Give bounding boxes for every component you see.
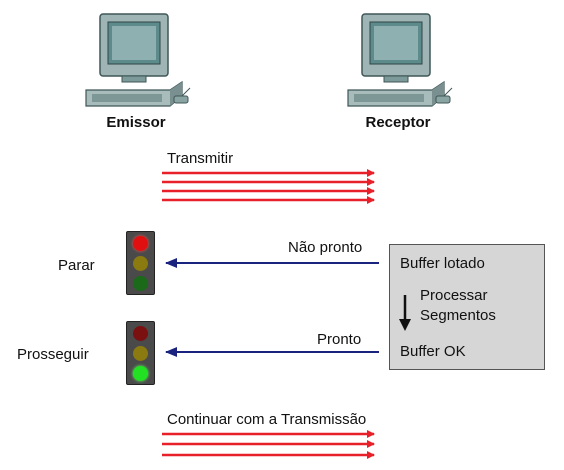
computer-icon bbox=[347, 13, 453, 107]
process-line-1: Processar bbox=[420, 287, 488, 304]
receiver-label: Receptor bbox=[365, 114, 431, 131]
process-line-2: Segmentos bbox=[420, 307, 496, 324]
traffic-light-go bbox=[126, 321, 155, 385]
continue-arrows bbox=[162, 430, 375, 459]
transmit-arrows bbox=[162, 169, 375, 204]
continue-label: Continuar com a Transmissão bbox=[167, 411, 367, 428]
transmit-label: Transmitir bbox=[167, 150, 234, 167]
green-lamp bbox=[133, 276, 148, 291]
proceed-label: Prosseguir bbox=[17, 346, 89, 363]
computer-icon bbox=[85, 13, 191, 107]
buffer-ok-label: Buffer OK bbox=[400, 343, 466, 360]
traffic-light-stop bbox=[126, 231, 155, 295]
red-lamp bbox=[133, 326, 148, 341]
sender-label: Emissor bbox=[106, 114, 166, 131]
buffer-full-label: Buffer lotado bbox=[400, 255, 485, 272]
yellow-lamp bbox=[133, 346, 148, 361]
stop-label: Parar bbox=[58, 257, 95, 274]
red-lamp-on bbox=[133, 236, 148, 251]
receiver-computer bbox=[340, 12, 460, 112]
green-lamp-on bbox=[133, 366, 148, 381]
not-ready-label: Não pronto bbox=[288, 239, 363, 256]
yellow-lamp bbox=[133, 256, 148, 271]
buffer-status-box: Buffer lotado Processar Segmentos Buffer… bbox=[389, 244, 545, 370]
ready-label: Pronto bbox=[317, 331, 362, 348]
arrow-down-icon bbox=[399, 295, 411, 331]
sender-computer bbox=[78, 12, 198, 112]
